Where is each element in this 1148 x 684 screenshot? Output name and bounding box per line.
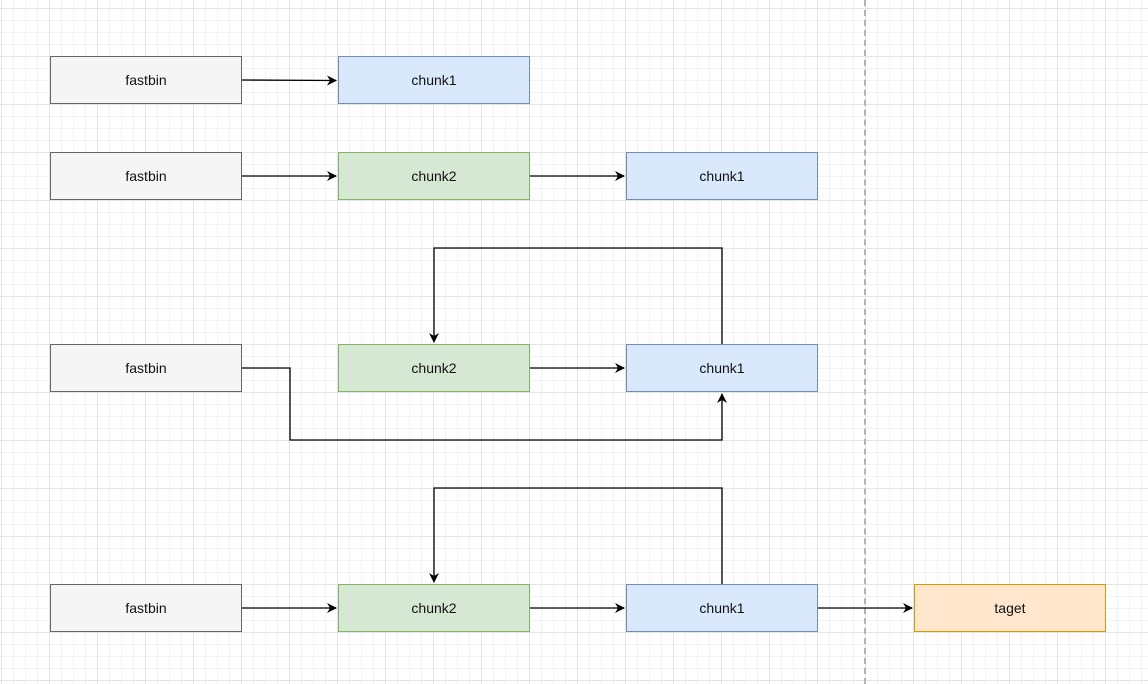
row2-fastbin-box[interactable]: fastbin [50, 152, 242, 200]
row3-chunk2-box[interactable]: chunk2 [338, 344, 530, 392]
row1-fastbin-to-chunk1-arrow [241, 75, 337, 86]
row1-chunk1-box[interactable]: chunk1 [338, 56, 530, 104]
row3-fastbin-box[interactable]: fastbin [50, 344, 242, 392]
row4-chunk2-box[interactable]: chunk2 [338, 584, 530, 632]
row1-fastbin-box[interactable]: fastbin [50, 56, 242, 104]
row4-chunk1-loop-to-chunk2-arrow [429, 487, 723, 584]
row3-chunk1-loop-to-chunk2-arrow [429, 247, 723, 344]
row4-target-box[interactable]: taget [914, 584, 1106, 632]
row3-chunk1-box[interactable]: chunk1 [626, 344, 818, 392]
row4-fastbin-box[interactable]: fastbin [50, 584, 242, 632]
row2-chunk2-box[interactable]: chunk2 [338, 152, 530, 200]
row4-chunk1-box[interactable]: chunk1 [626, 584, 818, 632]
dashed-divider [864, 0, 866, 684]
row2-chunk1-box[interactable]: chunk1 [626, 152, 818, 200]
